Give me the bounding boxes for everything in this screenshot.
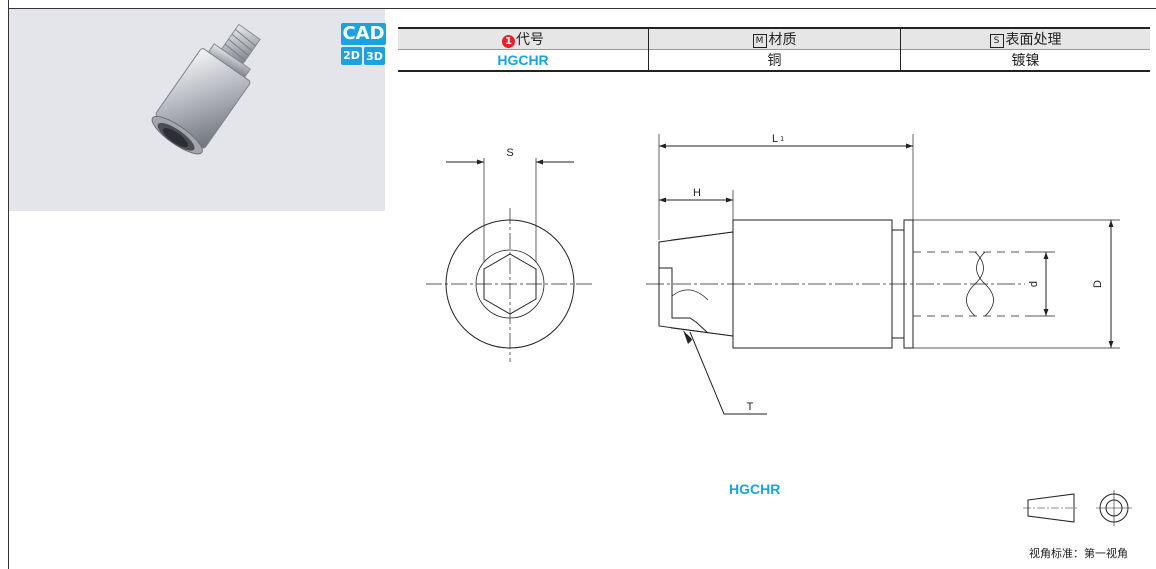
side-view	[646, 134, 1120, 415]
header-code-label: 代号	[516, 32, 544, 48]
t-leader-arrow	[687, 334, 693, 342]
header-material-label: 材质	[768, 32, 797, 48]
cad-label: CAD	[341, 23, 386, 45]
dim-l1-main: L	[772, 133, 778, 145]
dim-D-large-label: D	[1092, 280, 1104, 288]
front-view	[426, 158, 594, 362]
frame-top-rule	[8, 8, 1156, 9]
hex-socket-outline	[659, 267, 709, 334]
code-marker-icon: 1	[502, 35, 515, 48]
break-line-a	[966, 251, 984, 317]
cad-badge[interactable]: CAD 2D 3D	[341, 23, 386, 67]
projection-cone-icon	[1027, 493, 1075, 523]
finish-marker-icon: S	[989, 34, 1004, 48]
break-line-b	[976, 251, 994, 317]
t-leader-line	[689, 331, 767, 415]
frame-left-rule	[8, 0, 9, 569]
dim-h-label: H	[693, 187, 701, 199]
cell-finish: 镀镍	[900, 49, 1150, 72]
dim-s-label: S	[506, 147, 513, 159]
product-photo	[151, 23, 261, 155]
cad-2d-label[interactable]: 2D	[341, 47, 362, 65]
material-marker-icon: M	[752, 34, 767, 48]
dim-t-label: T	[747, 401, 754, 413]
thread-line-top	[670, 231, 734, 241]
table-row: HGCHR 铜 镀镍	[398, 49, 1150, 72]
thread-line-bottom	[670, 327, 734, 337]
projection-caption: 视角标准：第一视角	[1029, 547, 1128, 560]
model-label: HGCHR	[729, 481, 781, 497]
t-arrowhead	[683, 330, 692, 344]
projection-symbol	[1023, 490, 1132, 526]
socket-curve	[671, 289, 709, 301]
cell-material: 铜	[648, 49, 901, 72]
dim-l1-subscript: 1	[780, 136, 784, 143]
dim-d-small-label: d	[1028, 281, 1040, 287]
product-photo-panel: CAD 2D 3D	[9, 9, 386, 211]
cad-3d-label[interactable]: 3D	[364, 47, 385, 65]
cell-code[interactable]: HGCHR	[398, 49, 649, 72]
header-finish-label: 表面处理	[1005, 32, 1062, 48]
